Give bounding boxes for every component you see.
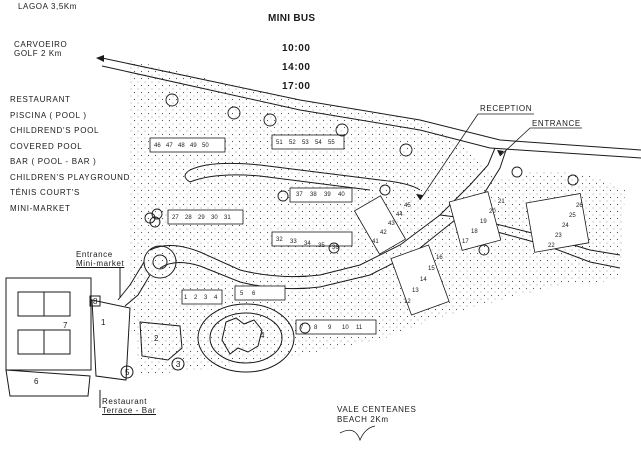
beach-distance: BEACH 2Km (337, 415, 389, 424)
villa-number: 53 (302, 140, 309, 146)
villa-number: 37 (296, 192, 303, 198)
facility-number: 8 (93, 297, 99, 306)
restaurant-label: Restaurant (102, 397, 148, 406)
villa-number: 2 (194, 295, 198, 301)
villa-number: 31 (224, 215, 231, 221)
lagoa-direction: LAGOA 3,5Km (18, 2, 78, 11)
villa-number: 8 (314, 325, 318, 331)
reception-label: RECEPTION (480, 104, 533, 113)
villa-number: 43 (388, 221, 395, 227)
entrance-minimarket-label-2: Mini-market (76, 259, 125, 268)
villa-number: 34 (304, 241, 311, 247)
villa-number: 42 (380, 230, 387, 236)
facility-number: 7 (63, 321, 69, 330)
villa-number: 41 (372, 239, 379, 245)
villa-number: 10 (342, 325, 349, 331)
legend-item: CHILDREND'S POOL (10, 126, 100, 135)
carvoeiro-distance: GOLF 2 Km (14, 49, 63, 58)
villa-number: 4 (214, 295, 218, 301)
villa-number: 54 (315, 140, 322, 146)
villa-number: 25 (569, 213, 576, 219)
facility-number: 5 (125, 368, 131, 377)
villa-number: 48 (178, 143, 185, 149)
carvoeiro-direction: CARVOEIRO (14, 40, 68, 49)
trees (144, 93, 579, 334)
minibus-title: MINI BUS (268, 13, 316, 24)
legend-item: TÉNIS COURT'S (10, 188, 81, 197)
villa-number: 22 (548, 243, 555, 249)
villa-number: 9 (328, 325, 332, 331)
entrance-minimarket-label: Entrance (76, 250, 113, 259)
villa-number: 26 (576, 203, 583, 209)
villa-number: 46 (154, 143, 161, 149)
villa-number: 13 (412, 288, 419, 294)
villa-number: 44 (396, 212, 403, 218)
legend-item: CHILDREN'S PLAYGROUND (10, 172, 131, 182)
terrace-bar-label: Terrace - Bar (102, 406, 157, 415)
villa-number: 55 (328, 140, 335, 146)
villa-number: 5 (240, 291, 244, 297)
minibus-time-1: 10:00 (282, 43, 311, 54)
villa-number: 16 (436, 255, 443, 261)
main-road (101, 57, 641, 159)
villa-number: 38 (310, 192, 317, 198)
villa-number: 39 (324, 192, 331, 198)
villa-number: 45 (404, 203, 411, 209)
villa-number: 19 (480, 219, 487, 225)
villa-number: 29 (198, 215, 205, 221)
villa-number: 18 (471, 229, 478, 235)
main-building (89, 268, 131, 408)
villa-number: 30 (211, 215, 218, 221)
villa-number: 52 (289, 140, 296, 146)
villa-number: 47 (166, 143, 173, 149)
facilities-legend: RESTAURANT PISCINA ( POOL ) CHILDREND'S … (10, 94, 190, 218)
minibus-time-3: 17:00 (282, 81, 311, 92)
villa-number: 27 (172, 215, 179, 221)
beach-direction: VALE CENTEANES (337, 405, 417, 414)
villa-number: 24 (562, 223, 569, 229)
villa-number: 12 (404, 299, 411, 305)
villa-number: 49 (190, 143, 197, 149)
villa-number: 50 (202, 143, 209, 149)
facility-number: 1 (101, 318, 107, 327)
villa-number: 14 (420, 277, 427, 283)
legend-item: PISCINA ( POOL ) (10, 110, 87, 120)
pointer-lines (339, 113, 582, 442)
villa-number: 51 (276, 140, 283, 146)
villa-number: 28 (185, 215, 192, 221)
facility-number: 4 (260, 331, 266, 340)
villa-number: 20 (489, 209, 496, 215)
villa-number: 17 (462, 239, 469, 245)
villa-number: 33 (290, 239, 297, 245)
facility-number: 6 (34, 377, 40, 386)
villa-number: 1 (184, 295, 188, 301)
villa-number: 15 (428, 266, 435, 272)
entrance-label: ENTRANCE (532, 119, 581, 128)
villa-number: 6 (252, 291, 256, 297)
direction-arrow (96, 55, 104, 62)
villa-number: 32 (276, 237, 283, 243)
minibus-time-2: 14:00 (282, 62, 311, 73)
legend-item: COVERED POOL (10, 141, 83, 151)
villa-number: 40 (338, 192, 345, 198)
legend-item: RESTAURANT (10, 95, 71, 104)
villa-blocks (149, 134, 590, 335)
villa-number: 7 (300, 325, 304, 331)
facility-number: 2 (154, 334, 160, 343)
pool-area (120, 303, 295, 379)
villa-number: 35 (318, 243, 325, 249)
villa-number: 3 (204, 295, 208, 301)
facility-number: 3 (176, 360, 182, 369)
tennis-courts (5, 277, 92, 397)
villa-number: 21 (498, 199, 505, 205)
legend-item: BAR ( POOL - BAR ) (10, 157, 97, 166)
inner-roads (117, 162, 421, 307)
villa-number: 11 (356, 325, 363, 331)
villa-number: 36 (332, 245, 339, 251)
villa-number: 23 (555, 233, 562, 239)
legend-item: MINI-MARKET (10, 203, 71, 213)
